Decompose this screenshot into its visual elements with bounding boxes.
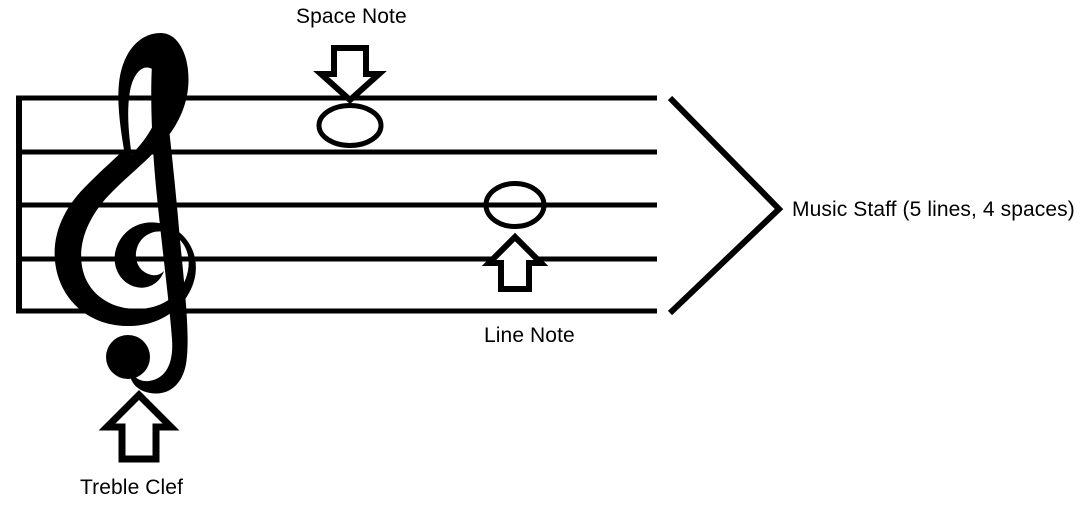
music-staff [16,95,657,314]
staff-line-5 [19,95,657,101]
staff-line-1 [19,308,657,314]
staff-line-4 [19,149,657,155]
treble-clef-stem [129,64,188,394]
treble-clef-dot [106,335,150,379]
staff-barline-left [16,95,22,314]
staff-line-2 [19,256,657,262]
label-treble-clef: Treble Clef [80,476,184,499]
arrow-up-icon-treble-clef [98,390,180,463]
arrow-down-icon [313,45,387,105]
treble-clef-icon [54,33,196,394]
arrow-up-icon-line-note [481,232,549,292]
label-space-note: Space Note [296,5,407,28]
chevron-right-pointer-icon [667,95,784,316]
whole-note-head-icon-space [316,103,384,148]
label-music-staff: Music Staff (5 lines, 4 spaces) [792,198,1075,221]
label-line-note: Line Note [484,324,575,347]
whole-note-head-icon-line [483,181,547,229]
staff-line-3 [19,202,657,208]
